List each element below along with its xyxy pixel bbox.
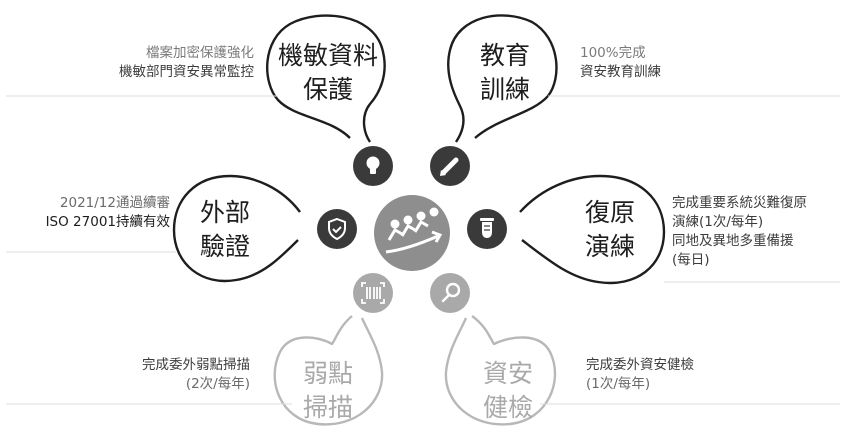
desc-security-check-line-1: 完成委外資安健檢	[586, 357, 694, 373]
desc-data-protection-line-1: 檔案加密保護強化	[146, 45, 254, 61]
petal-recovery-drill	[519, 174, 666, 285]
pencil-icon	[440, 157, 459, 176]
icon-recovery-drill	[467, 209, 507, 249]
desc-data-protection: 檔案加密保護強化 機敏部門資安異常監控	[119, 44, 254, 82]
center-hub	[374, 195, 450, 271]
desc-vuln-scan-line-2: (2次/每年)	[185, 376, 250, 392]
desc-external-verification: 2021/12通過續審 ISO 27001持續有效	[46, 194, 170, 232]
petal-data-protection	[266, 14, 386, 143]
magnifier-icon	[441, 282, 461, 303]
title-external-verification-2: 驗證	[200, 232, 250, 261]
title-data-protection-1: 機敏資料	[278, 41, 378, 70]
title-recovery-drill-2: 演練	[585, 232, 635, 261]
desc-recovery-drill-line-3: 同地及異地多重備援	[672, 233, 794, 249]
petal-titles: 機敏資料 保護 教育 訓練 外部 驗證 復原 演練 弱點 掃描 資安 健檢	[200, 41, 635, 422]
icon-training	[430, 146, 470, 186]
icon-vuln-scan	[353, 273, 393, 313]
team-growth-icon	[385, 207, 443, 254]
title-vuln-scan-2: 掃描	[303, 393, 353, 422]
lightbulb-icon	[366, 156, 380, 174]
desc-vuln-scan: 完成委外弱點掃描 (2次/每年)	[142, 356, 250, 394]
icon-circles	[317, 146, 507, 313]
title-training-2: 訓練	[480, 75, 530, 104]
title-security-check-1: 資安	[483, 359, 533, 388]
desc-recovery-drill-line-1: 完成重要系統災難復原	[672, 195, 807, 211]
desc-training-line-1: 100%完成	[580, 45, 646, 61]
title-security-check-2: 健檢	[483, 393, 533, 422]
desc-recovery-drill: 完成重要系統災難復原 演練(1次/每年) 同地及異地多重備援 (每日)	[672, 194, 807, 270]
title-training-1: 教育	[480, 41, 530, 70]
petal-external-verification	[172, 174, 301, 283]
title-recovery-drill-1: 復原	[585, 198, 635, 227]
desc-recovery-drill-line-2: 演練(1次/每年)	[672, 214, 764, 230]
desc-vuln-scan-line-1: 完成委外弱點掃描	[142, 357, 250, 373]
barcode-scan-icon	[361, 282, 385, 304]
desc-training-line-2: 資安教育訓練	[580, 64, 661, 80]
icon-external-verification	[317, 209, 357, 249]
icon-data-protection	[353, 146, 393, 186]
desc-data-protection-line-2: 機敏部門資安異常監控	[119, 64, 254, 80]
petal-training	[447, 14, 558, 143]
desc-security-check: 完成委外資安健檢 (1次/每年)	[586, 356, 694, 394]
title-vuln-scan-1: 弱點	[303, 359, 353, 388]
desc-external-verification-line-1: 2021/12通過續審	[59, 195, 170, 211]
desc-external-verification-line-2: ISO 27001持續有效	[45, 214, 170, 230]
shield-check-icon	[328, 217, 346, 241]
title-external-verification-1: 外部	[200, 198, 250, 227]
icon-security-check	[430, 273, 470, 313]
title-data-protection-2: 保護	[303, 75, 353, 104]
guide-lines	[6, 95, 840, 405]
desc-security-check-line-2: (1次/每年)	[586, 376, 651, 392]
desc-training: 100%完成 資安教育訓練	[580, 44, 661, 82]
desc-recovery-drill-line-4: (每日)	[672, 252, 710, 268]
